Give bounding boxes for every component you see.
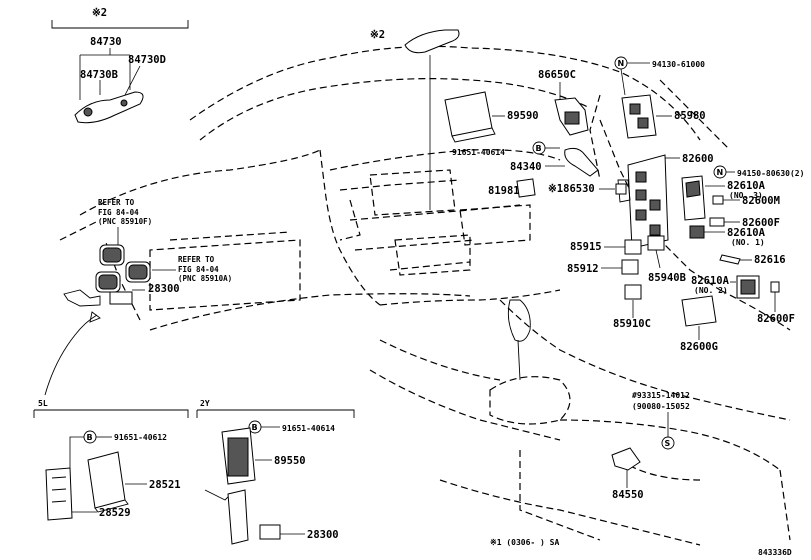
svg-text:91651-40614: 91651-40614 [282, 424, 335, 433]
switch-knob-icon [120, 99, 128, 107]
svg-text:81981A: 81981A [488, 185, 527, 197]
gear-shift-knob [489, 299, 571, 425]
section-2Y: 2Y B 91651-40614 89550 28300 [196, 399, 355, 545]
part-94150: N 94150-80630(2) [713, 165, 804, 179]
part-82600F-1: 82600F [709, 217, 780, 229]
part-94130: N 94130-61000 [614, 56, 705, 96]
part-85940B: 85940B [648, 249, 686, 284]
svg-text:89550: 89550 [274, 455, 306, 467]
switch-knob-icon [83, 107, 93, 117]
part-84550: #93315-14012 (90080-15052 S 84550 [611, 391, 690, 501]
svg-text:S: S [665, 439, 671, 448]
svg-text:N: N [618, 59, 625, 68]
part-85915: 85915 [570, 235, 665, 255]
badge-s-icon [661, 436, 675, 450]
footnote: ※1 (0306- ) SA [490, 538, 560, 547]
part-81981A: 81981A [488, 178, 536, 198]
svg-text:82600: 82600 [682, 153, 714, 165]
connector-icon [109, 291, 133, 305]
svg-text:(PNC 85910F): (PNC 85910F) [98, 217, 152, 226]
svg-text:REFER TO: REFER TO [98, 198, 135, 207]
svg-text:82610A: 82610A [691, 275, 730, 287]
svg-text:(NO. 3): (NO. 3) [729, 191, 763, 200]
part-84340: 84340 [510, 147, 599, 177]
svg-text:85912: 85912 [567, 263, 599, 275]
svg-text:(90080-15052: (90080-15052 [632, 402, 690, 411]
section-5L: 5L B 91651-40612 28521 28529 [33, 399, 189, 521]
part-28300-top-label: 28300 [148, 283, 180, 295]
svg-text:85940B: 85940B [648, 272, 686, 284]
svg-text:N: N [717, 168, 724, 177]
part-82600F-2: 82600F [757, 281, 795, 325]
diagram-code: 843336D [758, 548, 792, 557]
svg-text:82600F: 82600F [757, 313, 795, 325]
part-82600G: 82600G [680, 295, 718, 353]
refer-note-1: REFER TO FIG 84-04 (PNC 85910F) [98, 198, 152, 245]
mark-2-label: ※2 [92, 7, 107, 19]
relay-block: 82600 ※186530 [548, 153, 714, 249]
part-82610A-1: 82610A (NO. 1) [689, 225, 766, 247]
svg-text:FIG 84-04: FIG 84-04 [178, 265, 219, 274]
part-85912: 85912 [567, 259, 639, 275]
svg-text:94130-61000: 94130-61000 [652, 60, 705, 69]
group-mark-2-top: ※2 [370, 29, 460, 210]
svg-text:91651-40614: 91651-40614 [452, 148, 505, 157]
part-91651-top: B 91651-40614 [452, 141, 560, 157]
part-84730-label: 84730 [90, 36, 122, 48]
group-84730: ※2 84730 84730B 84730D [51, 7, 189, 124]
svg-text:(PNC 85910A): (PNC 85910A) [178, 274, 232, 283]
svg-text:82610A: 82610A [727, 180, 766, 192]
part-86650C: 86650C [538, 69, 589, 136]
svg-text:B: B [536, 144, 542, 153]
svg-text:B: B [87, 433, 93, 442]
refer-note-2: REFER TO FIG 84-04 (PNC 85910A) [152, 255, 232, 283]
svg-text:84550: 84550 [612, 489, 644, 501]
part-84730D-label: 84730D [128, 54, 166, 66]
part-85910C: 85910C [613, 284, 651, 330]
svg-text:B: B [252, 423, 258, 432]
svg-text:28529: 28529 [99, 507, 131, 519]
svg-text:89590: 89590 [507, 110, 539, 122]
dashboard-outline [59, 45, 791, 546]
svg-text:5L: 5L [38, 399, 48, 408]
svg-text:82610A: 82610A [727, 227, 766, 239]
part-89590: 89590 [444, 91, 539, 143]
svg-text:※186530: ※186530 [548, 183, 595, 195]
part-85980: 85980 [621, 94, 706, 139]
svg-text:82600F: 82600F [742, 217, 780, 229]
svg-text:86650C: 86650C [538, 69, 576, 81]
svg-text:28521: 28521 [149, 479, 181, 491]
svg-text:85915: 85915 [570, 241, 602, 253]
svg-text:#93315-14012: #93315-14012 [632, 391, 690, 400]
svg-text:94150-80630(2): 94150-80630(2) [737, 169, 804, 178]
part-84730B-label: 84730B [80, 69, 118, 81]
svg-text:84340: 84340 [510, 161, 542, 173]
left-switches: 28300 [44, 244, 180, 396]
svg-text:2Y: 2Y [200, 399, 210, 408]
svg-text:28300: 28300 [307, 529, 339, 541]
svg-text:FIG 84-04: FIG 84-04 [98, 208, 139, 217]
part-82616: 82616 [719, 254, 786, 266]
svg-text:85910C: 85910C [613, 318, 651, 330]
part-82600M: 82600M [712, 195, 780, 207]
svg-text:82616: 82616 [754, 254, 786, 266]
part-82610A-3: 82610A (NO. 3) [681, 175, 766, 221]
mark-2-top-label: ※2 [370, 29, 385, 41]
svg-text:85980: 85980 [674, 110, 706, 122]
svg-text:91651-40612: 91651-40612 [114, 433, 167, 442]
svg-text:(NO. 2): (NO. 2) [694, 286, 728, 295]
svg-text:82600G: 82600G [680, 341, 718, 353]
svg-text:82600M: 82600M [742, 195, 780, 207]
svg-text:(NO. 1): (NO. 1) [731, 238, 765, 247]
part-82610A-2: 82610A (NO. 2) [691, 275, 760, 299]
svg-text:REFER TO: REFER TO [178, 255, 215, 264]
